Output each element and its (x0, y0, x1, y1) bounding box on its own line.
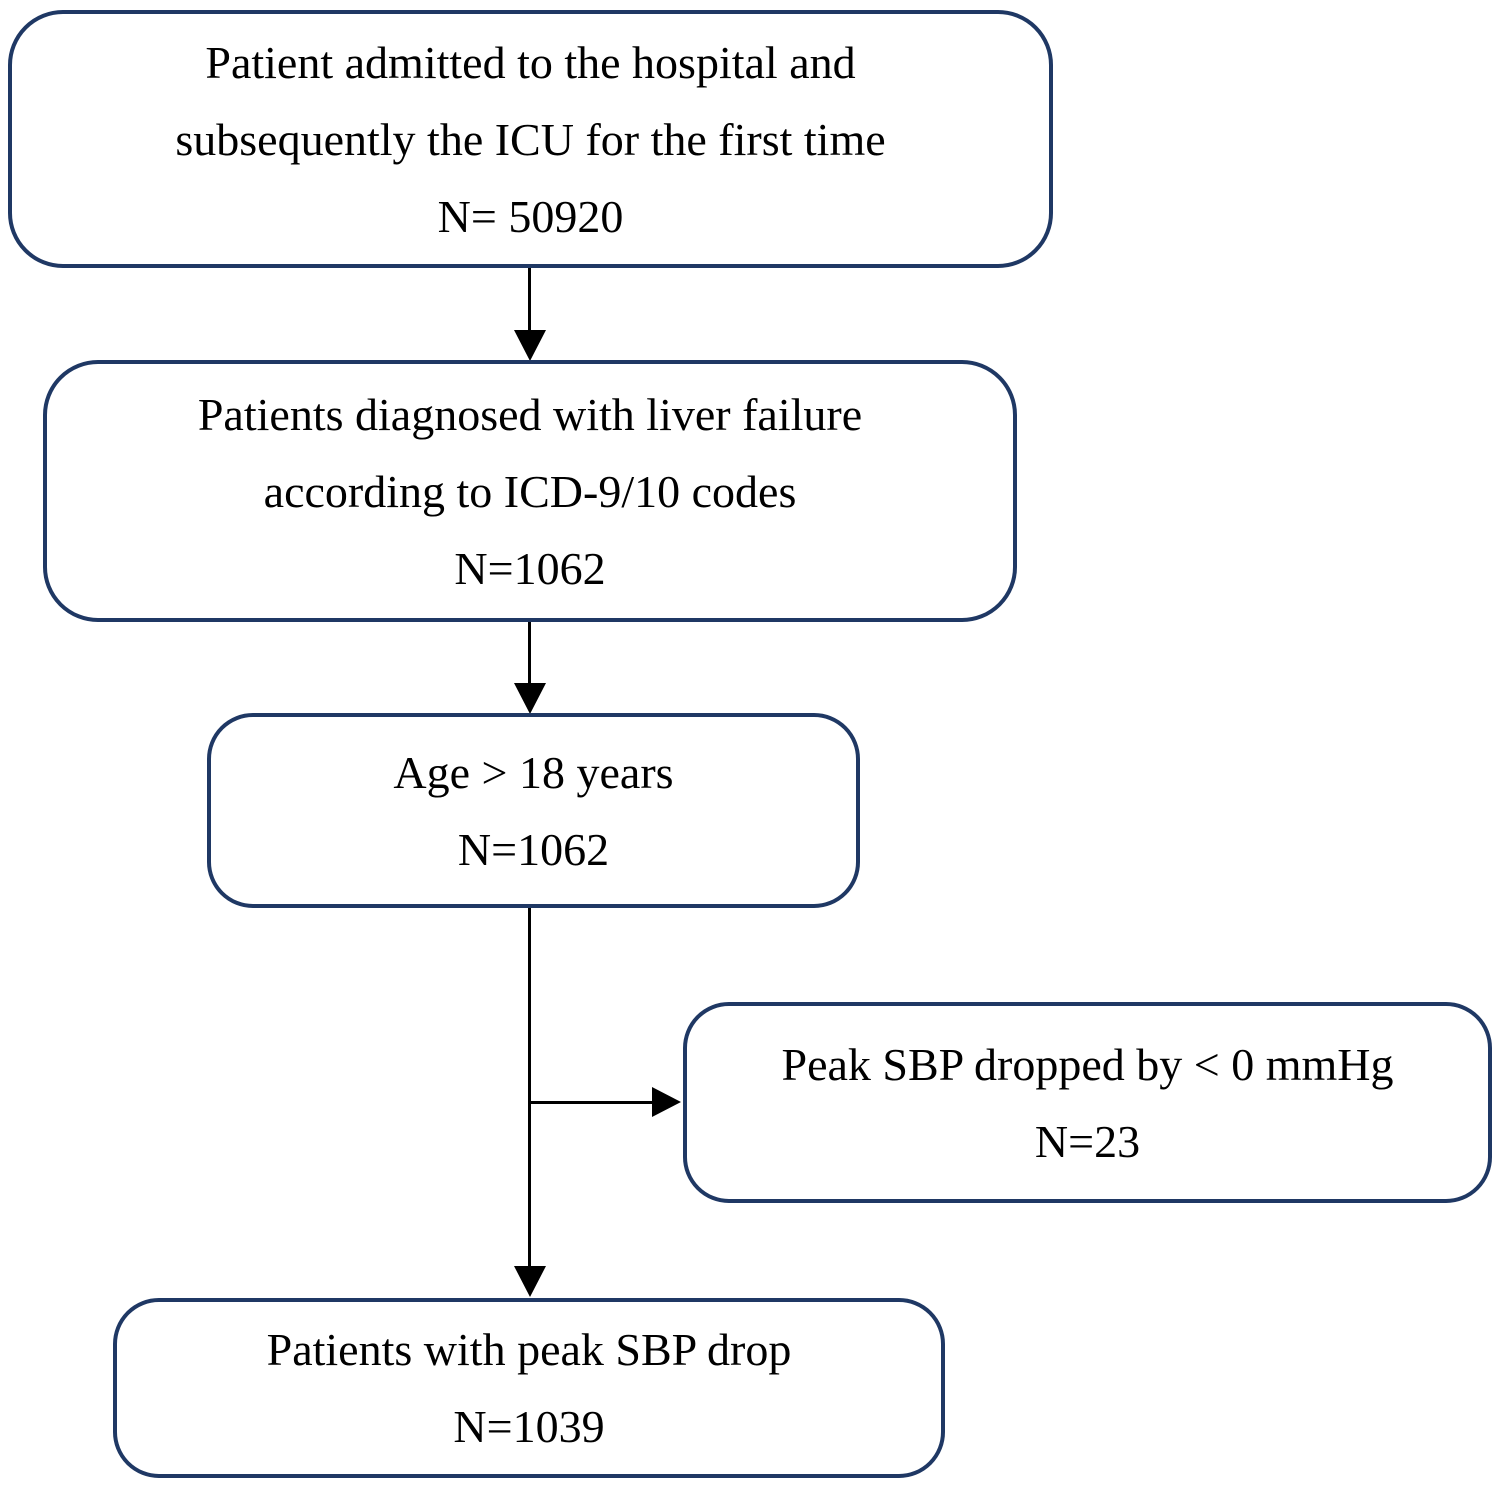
box-final-line-1: Patients with peak SBP drop (266, 1324, 792, 1375)
box-excluded-count: N=23 (1034, 1115, 1141, 1167)
flowchart-box-liver-failure: Patients diagnosed with liver failure ac… (43, 360, 1017, 622)
box-liver-failure-line-2: according to ICD-9/10 codes (263, 465, 797, 517)
arrow-down-icon (514, 1266, 546, 1297)
flowchart-box-final: Patients with peak SBP drop N=1039 (113, 1298, 945, 1478)
box-excluded-line-1: Peak SBP dropped by < 0 mmHg (781, 1038, 1394, 1090)
box-final-count: N=1039 (453, 1401, 605, 1452)
box-admitted-line-1: Patient admitted to the hospital and (205, 36, 856, 88)
box-admitted-count: N= 50920 (437, 190, 624, 242)
box-admitted-line-2: subsequently the ICU for the first time (175, 113, 886, 165)
arrow-line-admitted-to-liver-failure (528, 268, 531, 332)
box-age-count: N=1062 (457, 823, 610, 875)
box-liver-failure-count: N=1062 (454, 542, 606, 594)
arrow-line-liver-failure-to-age (528, 622, 531, 685)
box-liver-failure-line-1: Patients diagnosed with liver failure (197, 388, 863, 440)
arrow-line-age-to-final (528, 908, 531, 1268)
arrow-down-icon (514, 683, 546, 714)
flowchart-box-admitted: Patient admitted to the hospital and sub… (8, 10, 1053, 268)
arrow-line-branch-to-excluded (529, 1101, 653, 1104)
box-age-line-1: Age > 18 years (393, 746, 674, 798)
flowchart-box-excluded: Peak SBP dropped by < 0 mmHg N=23 (683, 1002, 1492, 1203)
arrow-right-icon (652, 1087, 681, 1117)
flowchart-box-age: Age > 18 years N=1062 (207, 713, 860, 908)
arrow-down-icon (514, 330, 546, 361)
